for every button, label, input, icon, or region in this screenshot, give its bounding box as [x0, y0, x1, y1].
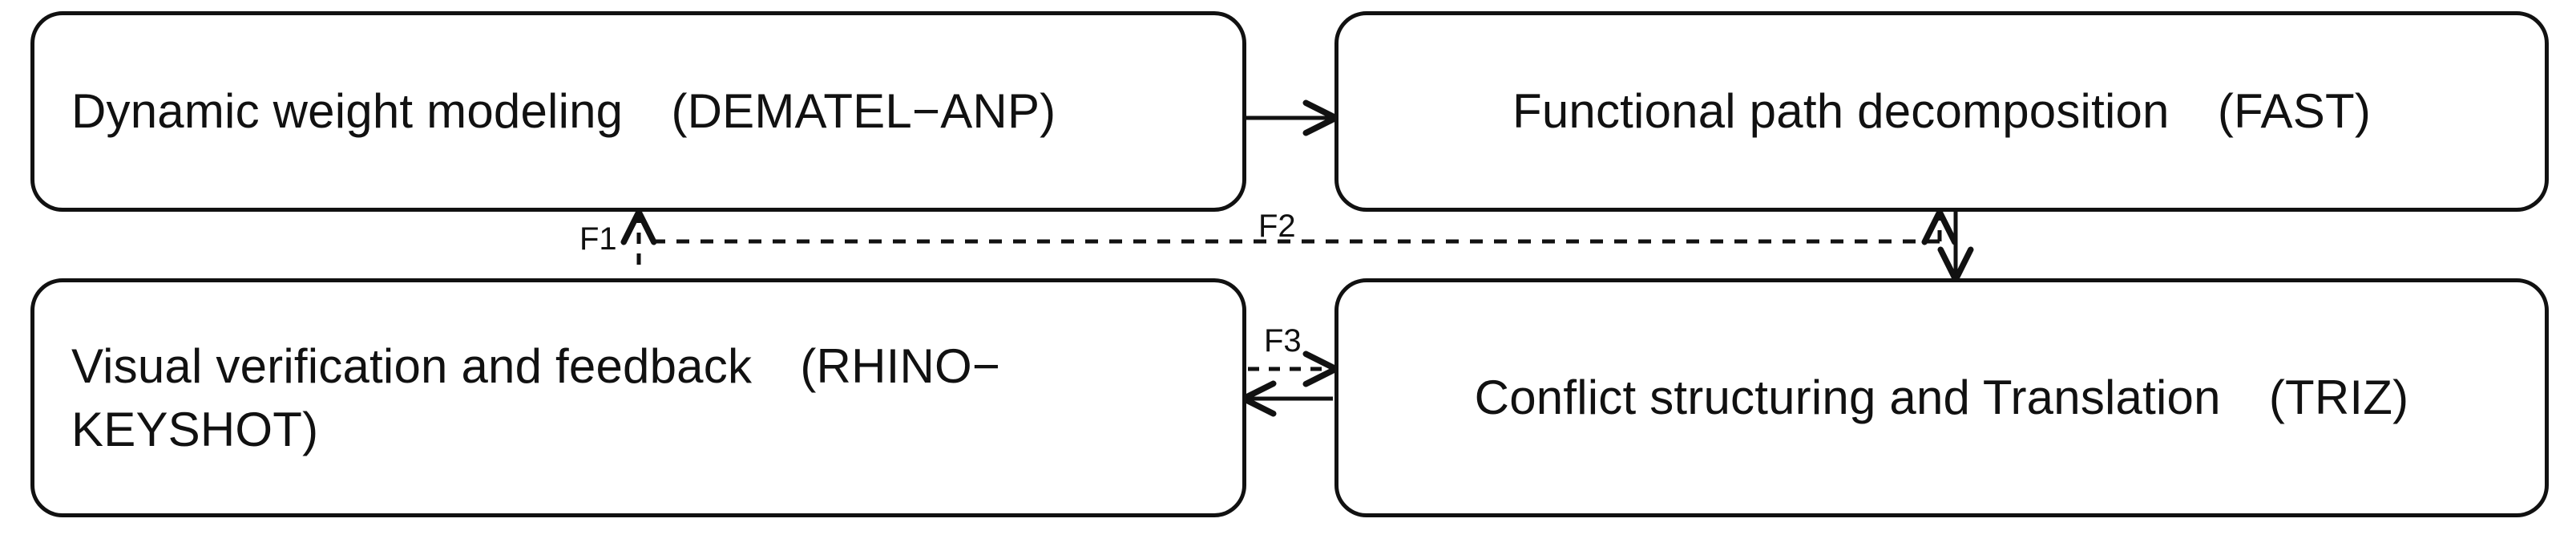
- edge-label-f2: F2: [1258, 209, 1296, 244]
- node-conflict-structuring-translation[interactable]: Conflict structuring and Translation (TR…: [1334, 278, 2549, 517]
- node-visual-verification-feedback[interactable]: Visual verification and feedback (RHINO−…: [30, 278, 1246, 517]
- node-label-triz: Conflict structuring and Translation (TR…: [1474, 371, 2409, 425]
- node-dynamic-weight-modeling[interactable]: Dynamic weight modeling (DEMATEL−ANP): [30, 11, 1246, 212]
- node-label-dematel: Dynamic weight modeling (DEMATEL−ANP): [71, 84, 1056, 139]
- node-functional-path-decomposition[interactable]: Functional path decomposition (FAST): [1334, 11, 2549, 212]
- edge-label-f3: F3: [1264, 323, 1302, 359]
- node-label-fast: Functional path decomposition (FAST): [1512, 84, 2372, 139]
- edge-label-f1: F1: [579, 221, 617, 257]
- node-label-rhino: Visual verification and feedback (RHINO−…: [71, 338, 1001, 456]
